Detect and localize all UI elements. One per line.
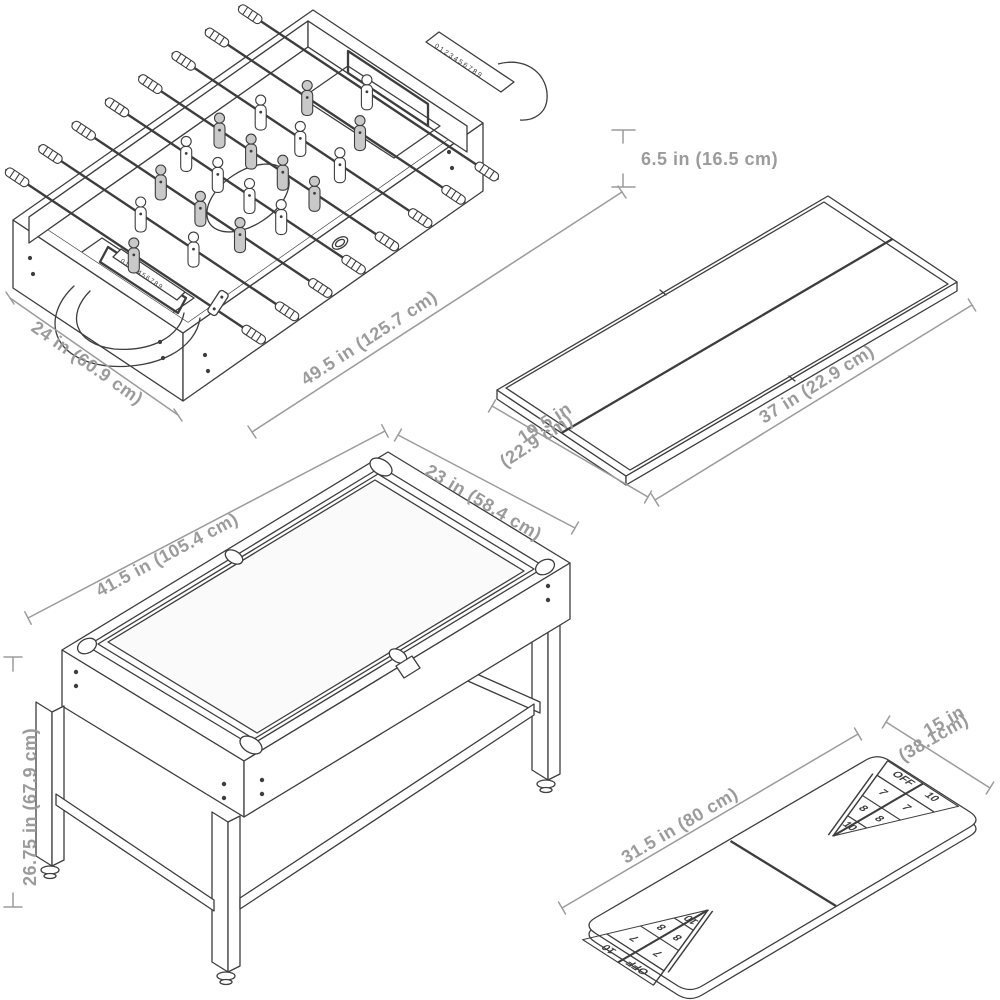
shuffleboard-center-line <box>729 840 837 907</box>
pool-apron-right <box>243 562 571 818</box>
side-pocket-bracket <box>395 655 421 679</box>
pool-cloth <box>107 479 525 734</box>
pool-screws <box>73 583 551 801</box>
pool-height-dimension: 26.75 in (67.9 cm) <box>3 656 40 908</box>
pool-leg-front-left <box>35 701 65 880</box>
goal-opening-left <box>98 245 188 315</box>
pool-leg-back-right <box>531 611 561 794</box>
pool-height-label: 26.75 in (67.9 cm) <box>20 728 40 886</box>
ball-return-cup-right <box>497 61 548 121</box>
pool-pockets <box>76 457 556 755</box>
foosball-screws <box>27 149 455 374</box>
goal-opening-right <box>346 49 430 128</box>
pool-table-drawing <box>35 451 571 986</box>
score-counter-right <box>425 31 515 93</box>
foosball-table-drawing: 0123456789 0123456789 <box>3 2 548 402</box>
shuffleboard-top-drawing <box>581 756 977 1000</box>
foosball-height-label: 6.5 in (16.5 cm) <box>641 149 778 169</box>
pool-left-brace <box>55 793 215 912</box>
pool-right-brace <box>239 703 535 910</box>
pool-leg-front <box>211 811 241 986</box>
cup-bracket <box>207 289 229 317</box>
foosball-height-dimension: 6.5 in (16.5 cm) <box>611 129 778 188</box>
table-tennis-top-drawing <box>496 195 958 486</box>
table-tennis-center-line <box>560 238 894 434</box>
